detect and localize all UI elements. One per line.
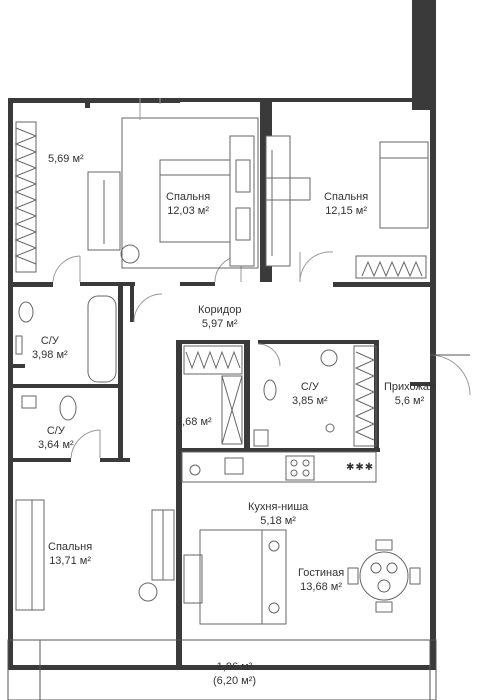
room-name: Прихожая: [384, 381, 435, 393]
room-area: 13,71 м²: [49, 555, 91, 567]
bath2-fixtures: [21, 395, 77, 421]
room-area: 5,97 м²: [201, 318, 238, 330]
room-area: 3,85 м²: [292, 395, 328, 407]
room-area: 5,69 м²: [48, 153, 84, 165]
room-name: С/У: [40, 335, 59, 347]
room-label-living: Гостиная 13,68 м²: [298, 566, 344, 594]
closet-shelving: [183, 345, 243, 445]
room-area: 5,18 м²: [260, 515, 296, 527]
room-name: Коридор: [198, 304, 242, 316]
room-area: 12,03 м²: [167, 205, 209, 217]
bath1-fixtures: [15, 295, 117, 383]
room-name: Кухня-ниша: [248, 501, 309, 513]
room-label-bath2: С/У 3,64 м²: [38, 424, 74, 452]
living-furniture: [183, 529, 421, 625]
bedroom2-furniture: [265, 135, 429, 279]
bedroom3-furniture: [15, 499, 175, 611]
room-label-wardrobe: 5,69 м²: [48, 152, 84, 166]
kitchen-furniture: [181, 451, 377, 483]
balcony-outline: [7, 639, 437, 700]
room-label-bath3: С/У 3,85 м²: [292, 380, 328, 408]
hall-shelving: [353, 345, 377, 447]
room-label-bedroom1: Спальня 12,03 м²: [166, 190, 210, 218]
room-label-kitchen: Кухня-ниша 5,18 м²: [248, 500, 308, 528]
room-name: С/У: [46, 425, 65, 437]
bath3-fixtures: [253, 349, 338, 447]
outer-walls: [8, 0, 436, 670]
room-label-bedroom3: Спальня 13,71 м²: [48, 540, 92, 568]
room-name: Спальня: [324, 191, 369, 203]
room-label-hall: Прихожая 5,6 м²: [384, 380, 435, 408]
door-swings: [52, 251, 471, 459]
room-label-balcony: 1,86 м² (6,20 м²): [213, 660, 256, 688]
room-label-corridor: Коридор 5,97 м²: [198, 303, 241, 331]
room-area: 3,98 м²: [32, 349, 68, 361]
room-area: 1,86 м²: [216, 661, 253, 673]
room-area: 13,68 м²: [300, 581, 342, 593]
room-name: Гостиная: [298, 567, 345, 579]
room-area: 3,64 м²: [38, 439, 74, 451]
bedroom1-furniture: [120, 135, 255, 267]
room-area: 2,68 м²: [176, 416, 212, 428]
room-area: 12,15 м²: [325, 205, 367, 217]
room-name: Спальня: [48, 541, 93, 553]
room-name: Спальня: [166, 191, 211, 203]
room-name: С/У: [300, 381, 319, 393]
guide-lines: [139, 98, 161, 120]
room-area: 5,6 м²: [394, 395, 425, 407]
room-area-total: (6,20 м²): [213, 675, 257, 687]
room-label-closet: 2,68 м²: [176, 415, 212, 429]
room-label-bath1: С/У 3,98 м²: [32, 334, 68, 362]
hob-icon: ✱✱✱: [346, 462, 375, 473]
room-label-bedroom2: Спальня 12,15 м²: [324, 190, 368, 218]
wardrobe-shelving: [14, 117, 259, 273]
